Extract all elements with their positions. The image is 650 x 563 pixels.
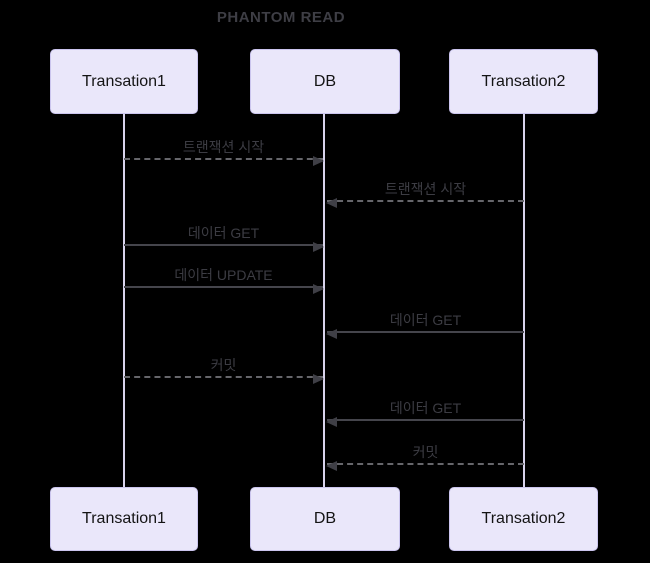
message-commit-t1: 커밋 <box>124 357 324 384</box>
message-label: 커밋 <box>210 357 237 373</box>
message-line <box>326 461 524 471</box>
arrowhead-left-icon <box>326 461 337 471</box>
actor-bottom-transation2: Transation2 <box>449 487 598 551</box>
message-line <box>124 156 324 166</box>
actor-bottom-db: DB <box>250 487 400 551</box>
arrowhead-left-icon <box>326 198 337 208</box>
message-data-get-2-t2: 데이터 GET <box>326 400 524 427</box>
arrowhead-left-icon <box>326 417 337 427</box>
lifeline-transation1 <box>123 114 125 487</box>
message-line <box>326 329 524 339</box>
actor-label: Transation2 <box>481 510 566 527</box>
message-line <box>326 417 524 427</box>
message-label: 트랜잭션 시작 <box>384 181 467 197</box>
message-label: 데이터 GET <box>389 400 462 416</box>
message-data-get-t1: 데이터 GET <box>124 225 324 252</box>
actor-top-db: DB <box>250 49 400 114</box>
message-line <box>124 242 324 252</box>
message-line <box>326 198 524 208</box>
message-data-get-t2: 데이터 GET <box>326 312 524 339</box>
message-data-update-t1: 데이터 UPDATE <box>124 267 324 294</box>
arrowhead-left-icon <box>326 329 337 339</box>
message-transaction-start-t1: 트랜잭션 시작 <box>124 139 324 166</box>
actor-top-transation2: Transation2 <box>449 49 598 114</box>
diagram-title: PHANTOM READ <box>216 9 346 26</box>
arrowhead-right-icon <box>313 242 324 252</box>
actor-top-transation1: Transation1 <box>50 49 198 114</box>
message-transaction-start-t2: 트랜잭션 시작 <box>326 181 524 208</box>
message-label: 데이터 UPDATE <box>174 267 273 283</box>
actor-label: Transation1 <box>82 510 166 527</box>
arrowhead-right-icon <box>313 156 324 166</box>
actor-label: Transation2 <box>481 72 566 90</box>
message-commit-t2: 커밋 <box>326 444 524 471</box>
message-label: 데이터 GET <box>389 312 462 328</box>
lifeline-transation2 <box>523 114 525 487</box>
arrowhead-right-icon <box>313 374 324 384</box>
message-label: 데이터 GET <box>187 225 260 241</box>
message-line <box>124 374 324 384</box>
lifeline-db <box>323 114 325 487</box>
message-label: 트랜잭션 시작 <box>182 139 265 155</box>
actor-label: DB <box>313 72 337 90</box>
actor-label: Transation1 <box>82 72 166 90</box>
message-line <box>124 284 324 294</box>
message-label: 커밋 <box>412 444 439 460</box>
arrowhead-right-icon <box>313 284 324 294</box>
actor-bottom-transation1: Transation1 <box>50 487 198 551</box>
actor-label: DB <box>313 510 337 527</box>
